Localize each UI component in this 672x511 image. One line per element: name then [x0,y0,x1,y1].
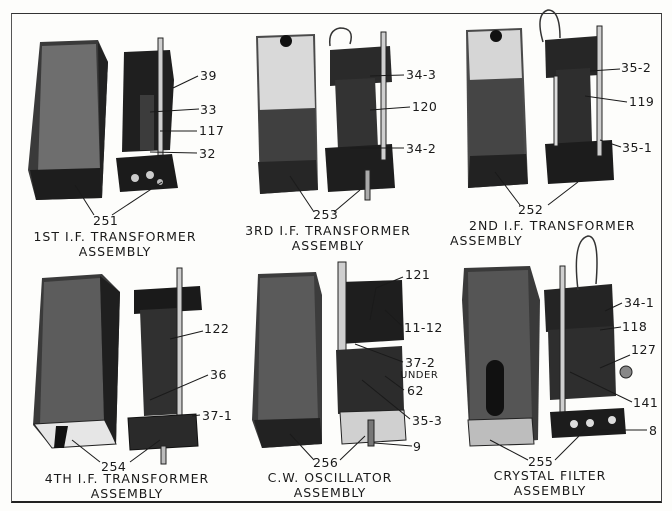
caption-3rd-if-transformer: 3RD I.F. TRANSFORMER ASSEMBLY [245,223,411,253]
shield-callout-253: 253 [313,207,339,222]
callout-127: 127 [631,342,657,357]
callout-35-2: 35-2 [621,60,652,75]
callout-36: 36 [210,367,227,382]
shield-callout-255: 255 [528,454,554,469]
callout-141: 141 [633,395,659,410]
figure-border [11,13,662,503]
callout-39: 39 [200,68,217,83]
callout-119: 119 [629,94,655,109]
callout-62: 62 [407,383,424,398]
caption-crystal-filter: CRYSTAL FILTER ASSEMBLY [493,468,607,498]
caption-4th-if-transformer: 4TH I.F. TRANSFORMER ASSEMBLY [44,471,210,501]
callout-120: 120 [412,99,438,114]
callout-35-1: 35-1 [622,140,653,155]
callout-11-12: 11-12 [404,320,443,335]
caption-2nd-if-transformer: 2ND I.F. TRANSFORMER ASSEMBLY [450,218,636,248]
callout-32: 32 [199,146,216,161]
callout-37-1: 37-1 [202,408,233,423]
callout-117: 117 [199,123,225,138]
shield-callout-251: 251 [93,213,119,228]
shield-callout-256: 256 [313,455,339,470]
callout-37-2: 37-2 [405,355,436,370]
callout-34-2: 34-2 [406,141,437,156]
callout-34-1: 34-1 [624,295,655,310]
callout-9: 9 [413,439,422,454]
callout-118: 118 [622,319,648,334]
shield-callout-252: 252 [518,202,544,217]
callout-35-3: 35-3 [412,413,443,428]
callout-under: UNDER [400,370,439,381]
callout-121: 121 [405,267,431,282]
callout-34-3: 34-3 [406,67,437,82]
callout-8: 8 [649,423,658,438]
shield-callout-254: 254 [101,459,127,474]
callout-33: 33 [200,102,217,117]
caption-1st-if-transformer: 1ST I.F. TRANSFORMER ASSEMBLY [33,229,197,259]
caption-cw-oscillator: C.W. OSCILLATOR ASSEMBLY [267,470,393,500]
callout-122: 122 [204,321,230,336]
